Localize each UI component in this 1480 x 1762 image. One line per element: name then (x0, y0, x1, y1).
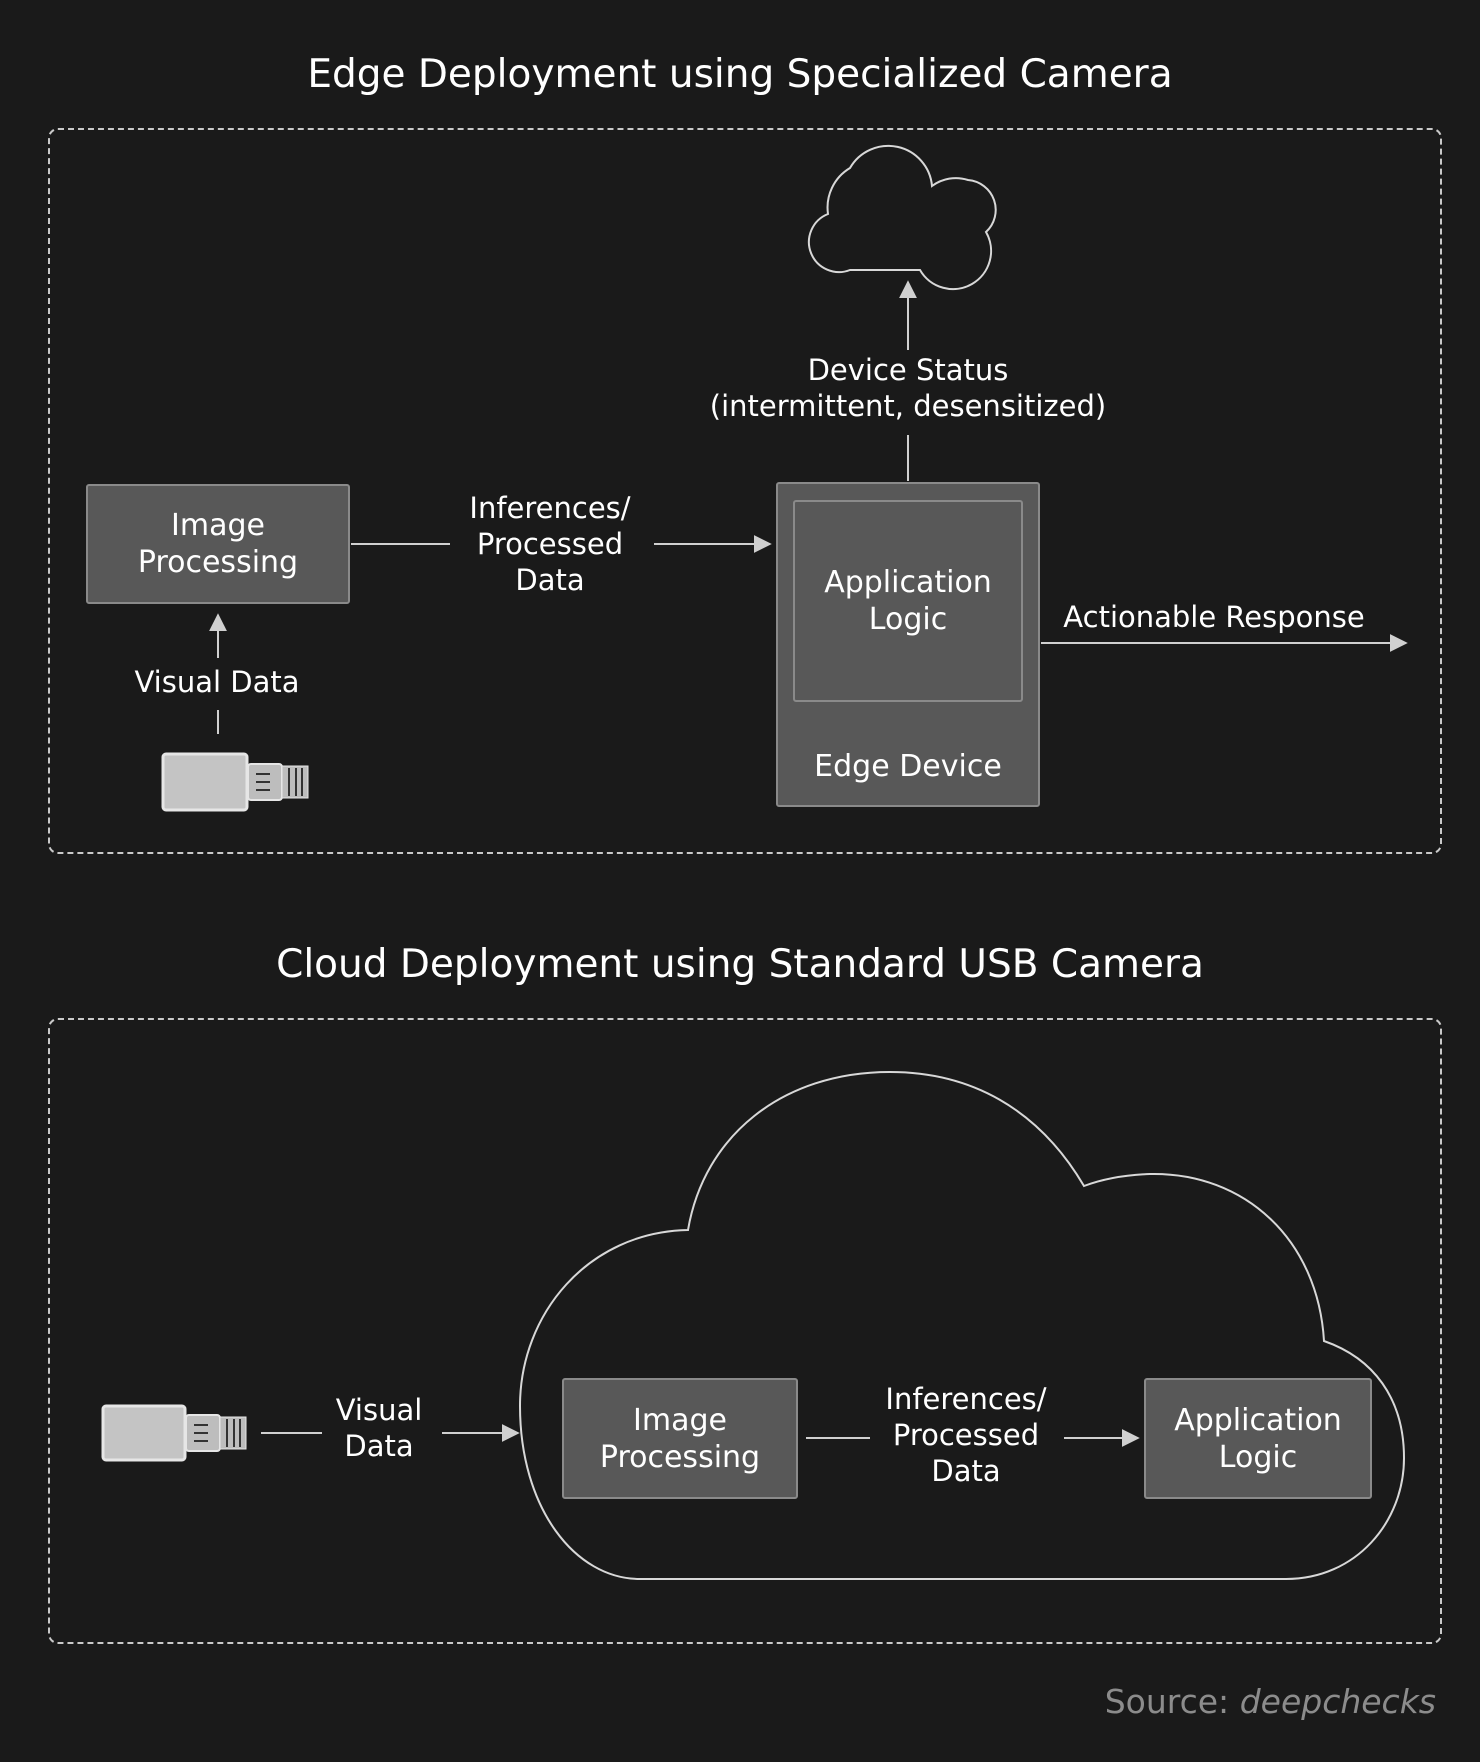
cloud-visual-data-label: Visual Data (335, 1393, 423, 1463)
small-cloud-icon (807, 144, 997, 291)
edge-device-label: Edge Device (814, 749, 1002, 784)
cloud-camera-icon (101, 1404, 247, 1462)
edge-camera-icon (161, 752, 309, 812)
large-cloud-outline (518, 1070, 1406, 1580)
cloud-inferences-label: Inferences/ Processed Data (885, 1382, 1047, 1488)
cloud-section-title: Cloud Deployment using Standard USB Came… (276, 942, 1204, 987)
edge-section-title: Edge Deployment using Specialized Camera (307, 52, 1173, 97)
actionable-response-label: Actionable Response (1063, 600, 1365, 634)
cloud-image-processing-box: Image Processing (562, 1378, 798, 1499)
cloud-section-frame (48, 1018, 1442, 1644)
source-prefix: Source: (1104, 1682, 1230, 1721)
edge-section-frame (48, 128, 1442, 854)
edge-application-logic-box: Application Logic (793, 500, 1023, 702)
device-status-label: Device Status (intermittent, desensitize… (709, 353, 1107, 423)
source-credit: Source: deepchecks (1105, 1682, 1436, 1721)
edge-image-processing-box: Image Processing (86, 484, 350, 604)
edge-inferences-label: Inferences/ Processed Data (469, 491, 631, 597)
cloud-application-logic-box: Application Logic (1144, 1378, 1372, 1499)
edge-visual-data-label: Visual Data (134, 665, 300, 699)
source-name: deepchecks (1239, 1682, 1436, 1721)
